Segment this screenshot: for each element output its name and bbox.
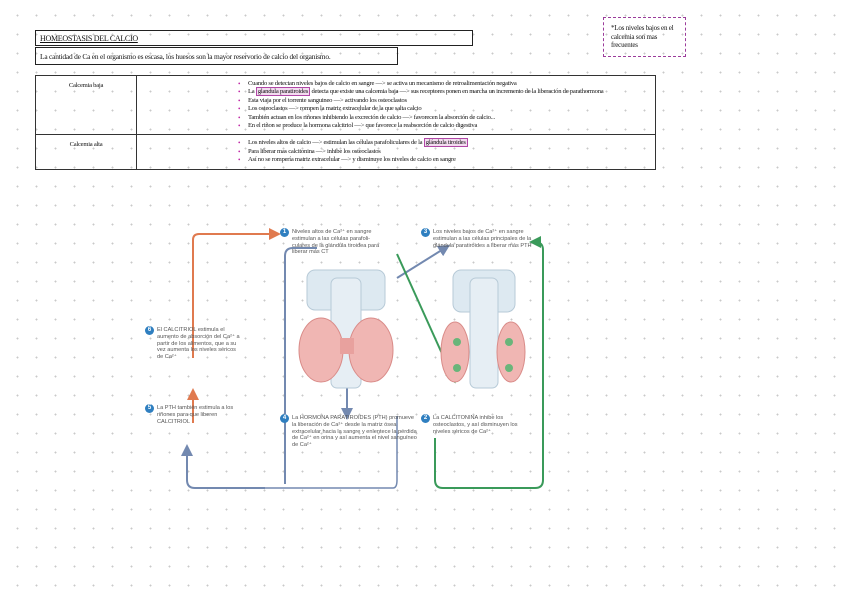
step-text-5: La PTH también estimula a los riñones pa… [157,405,242,425]
thyroid-illustration-left [299,270,393,388]
step-number-4: 4 [280,414,289,423]
list-item: En el riñon se produce la hormona calcit… [248,122,654,130]
row-content-low: Cuando se detectan niveles bajos de calc… [137,76,656,135]
row-content-high: Los niveles altos de calcio —> estimulan… [137,135,656,169]
item-text-after: detecta que existe una calcemia baja —> … [310,88,603,95]
row-label-high: Calcemia alta [36,135,137,169]
step-text-2: La CALCITONINA inhibe los osteoclastos, … [433,415,528,435]
item-text: Los osteoclastos —> rompen la matriz ext… [248,105,421,112]
item-text: Los niveles altos de calcio —> estimulan… [248,139,424,146]
step-number-5: 5 [145,404,154,413]
sticky-note[interactable]: *Los niveles bajos en el calcemia son ma… [603,17,686,57]
list-item: Esta viaja por el torrente sanguineo —> … [248,97,654,105]
bullet-list: Los niveles altos de calcio —> estimulan… [138,139,654,164]
step-text-4: La HORMONA PARATIROIDES (PTH) promueve l… [292,415,417,449]
intro-text: La cantidad de Ca en el organismo es esc… [35,47,398,65]
item-text: Así no se rompería matriz extracelular —… [248,156,456,163]
list-item: También actuan en los riñones inhibiendo… [248,114,654,122]
table-row: Calcemia alta Los niveles altos de calci… [36,135,656,169]
bullet-list: Cuando se detectan niveles bajos de calc… [138,80,654,130]
list-item: Los niveles altos de calcio —> estimulan… [248,139,654,147]
step-text-6: El CALCITRIOL estimula el aumento de abs… [157,327,242,361]
arrow-blue-left [187,450,265,488]
item-text: Para liberar mas calcitonina —> inhibe l… [248,148,381,155]
step-number-2: 2 [421,414,430,423]
table-row: Calcemia baja Cuando se detectan niveles… [36,76,656,135]
item-text: Esta viaja por el torrente sanguineo —> … [248,97,407,104]
list-item: Los osteoclastos —> rompen la matriz ext… [248,105,654,113]
list-item: Para liberar mas calcitonina —> inhibe l… [248,148,654,156]
step-number-3: 3 [421,228,430,237]
highlighted-term: glandula paratiroides [256,87,310,96]
page-title: HOMEOSTASIS DEL CALCIO [35,30,473,46]
list-item: Así no se rompería matriz extracelular —… [248,156,654,164]
calcium-table: Calcemia baja Cuando se detectan niveles… [35,75,656,170]
item-text: La [248,88,256,95]
arrow-blue-cross [397,248,445,278]
step-text-1: Niveles altos de Ca²⁺ en sangre estimula… [292,229,387,256]
calcium-homeostasis-figure: 1 Niveles altos de Ca²⁺ en sangre estimu… [135,218,595,498]
highlighted-term: glándula tiroides [424,138,468,147]
thyroid-illustration-right [441,270,525,388]
step-text-3: Los niveles bajos de Ca²⁺ en sangre esti… [433,229,548,249]
step-number-6: 6 [145,326,154,335]
item-text: También actuan en los riñones inhibiendo… [248,114,495,121]
step-number-1: 1 [280,228,289,237]
item-text: Cuando se detectan niveles bajos de calc… [248,80,517,87]
item-text: En el riñon se produce la hormona calcit… [248,122,477,129]
row-label-low: Calcemia baja [36,76,137,135]
list-item: La glandula paratiroides detecta que exi… [248,88,654,96]
